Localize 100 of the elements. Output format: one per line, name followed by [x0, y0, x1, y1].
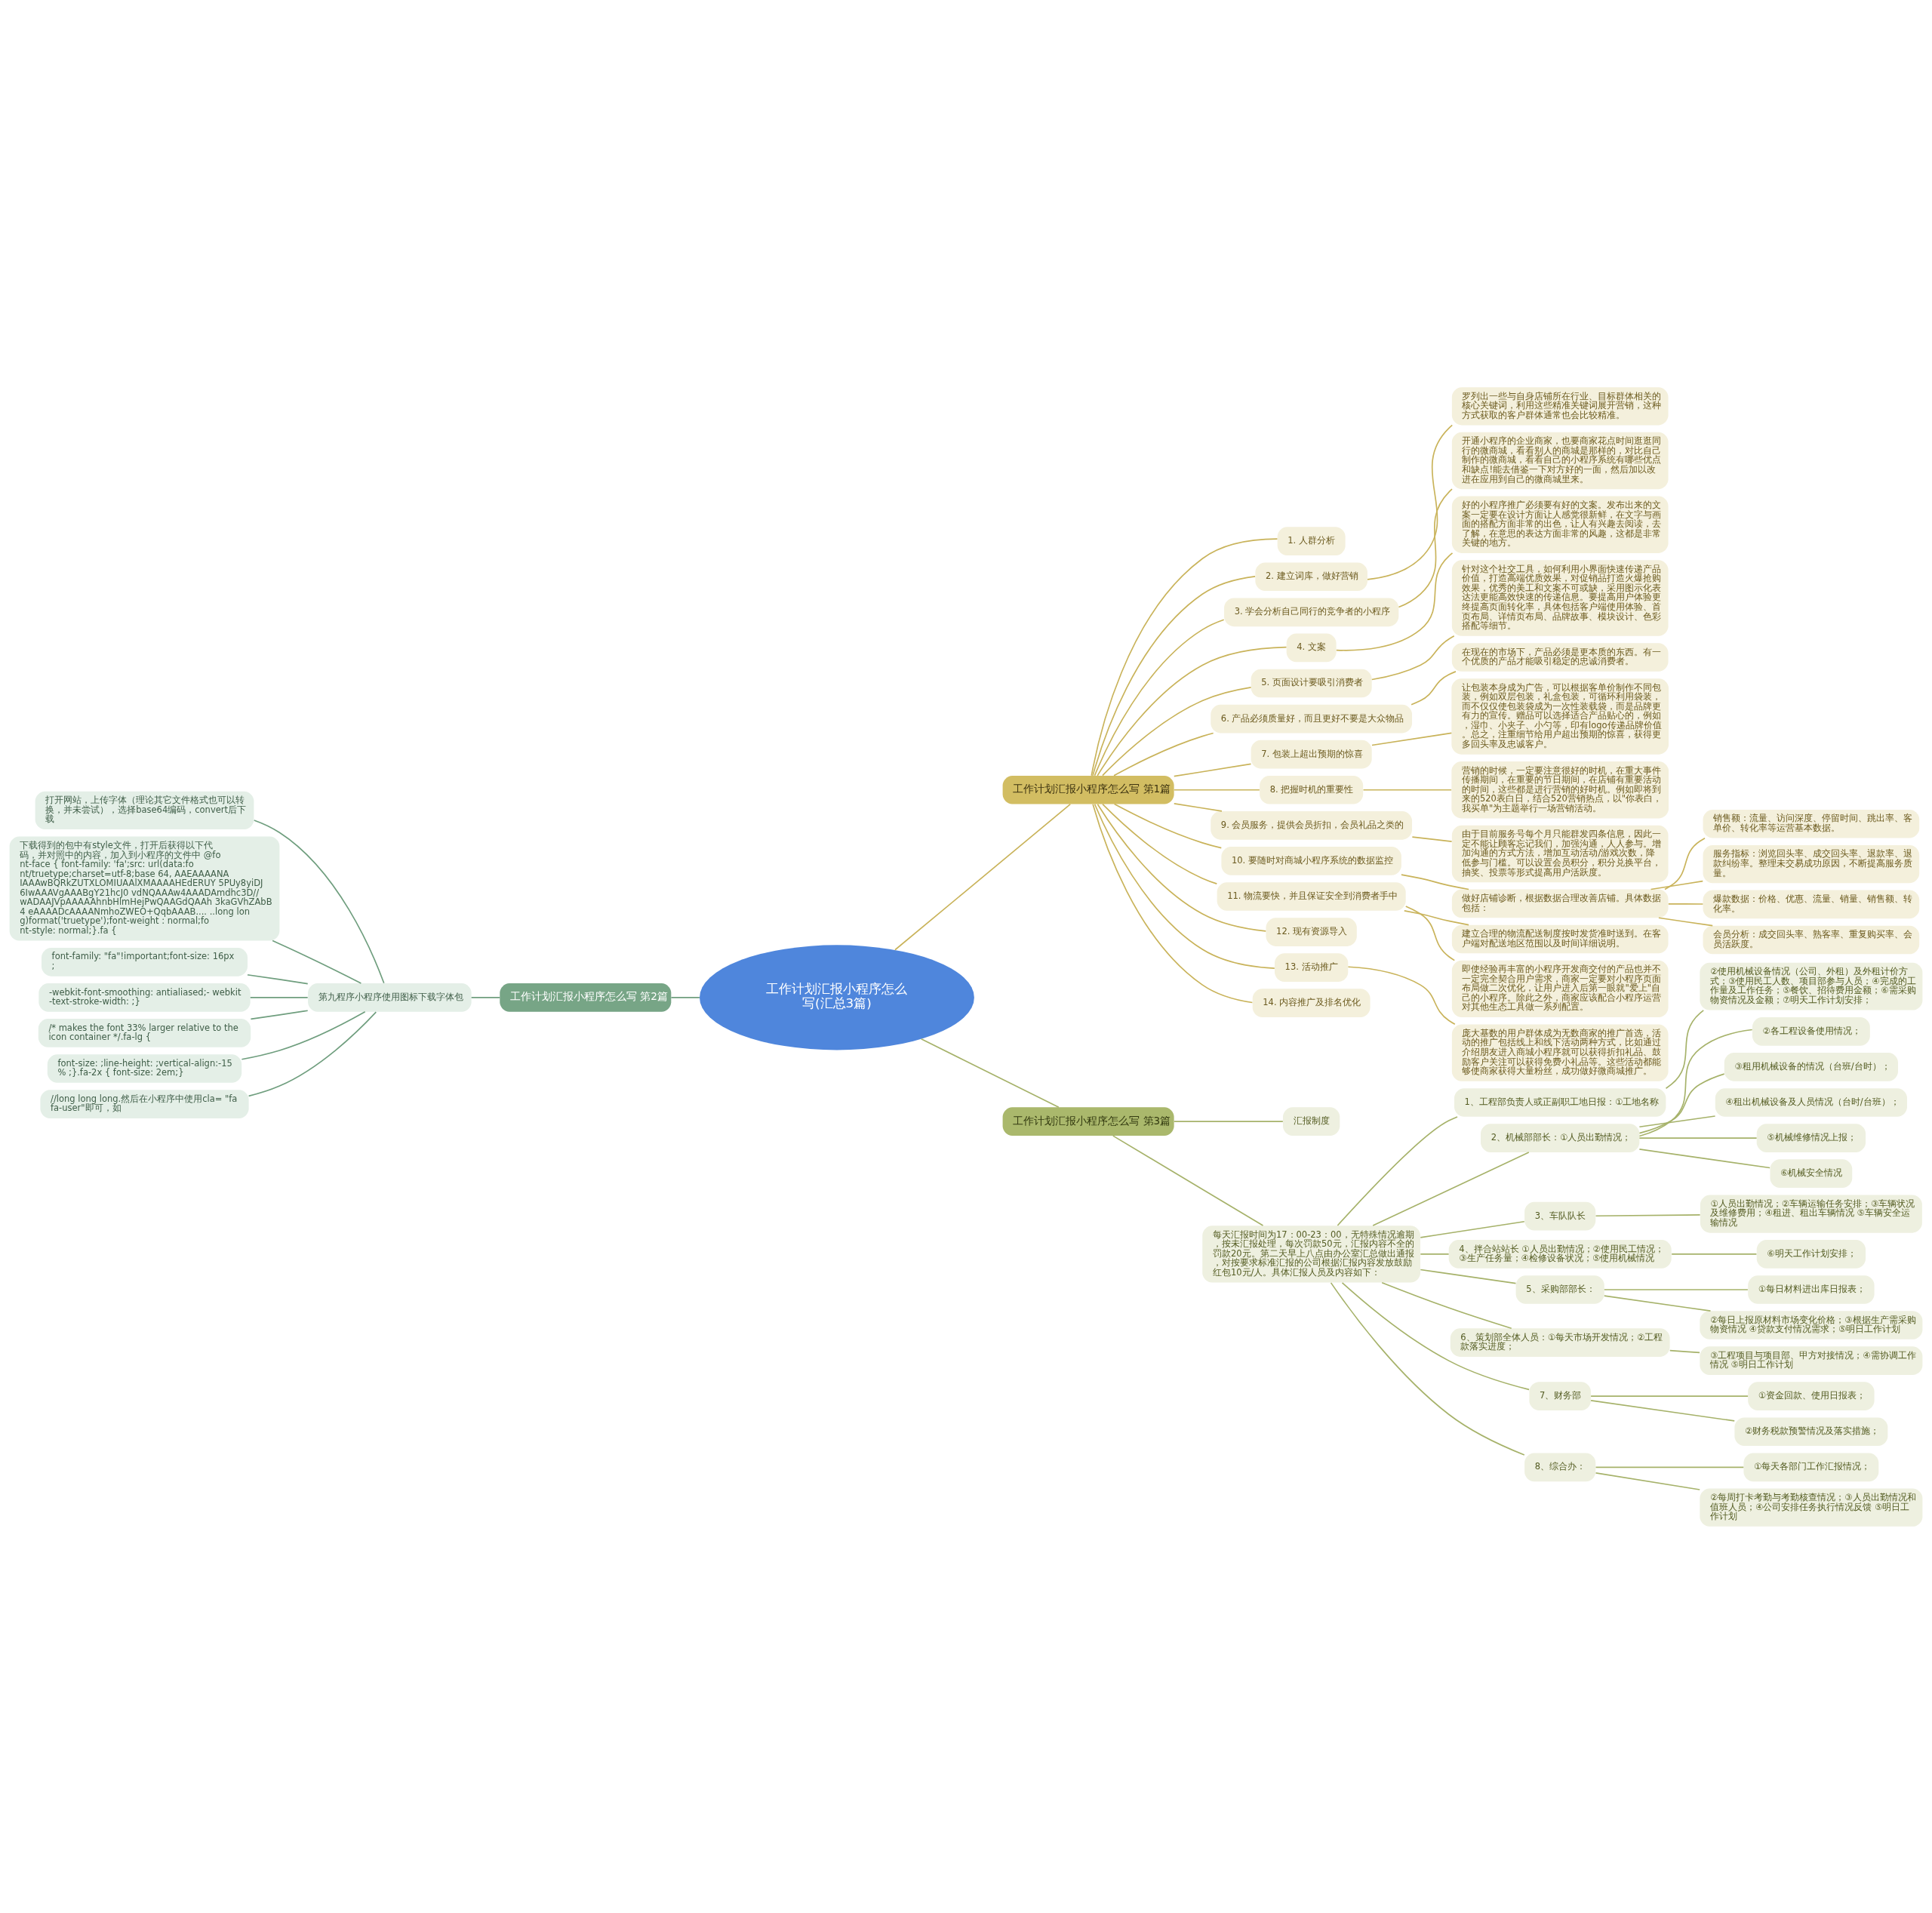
node-box: ①每天各部门工作汇报情况； [1743, 1453, 1879, 1481]
connector [249, 996, 309, 998]
connector [1411, 835, 1453, 842]
node-box: 8. 把握时机的重要性 [1260, 775, 1364, 804]
connector [1595, 1472, 1701, 1490]
connector [1092, 575, 1256, 777]
node-box: ②每周打卡考勤与考勤核查情况；③人员出勤情况和值班人员；④公司安排任务执行情况反馈 ⑤明日工作计划 [1700, 1488, 1923, 1527]
node-box: 5、采购部部长： [1515, 1275, 1604, 1304]
connector [1381, 1281, 1512, 1329]
node-box: 6、策划部全体人员：①每天市场开发情况；②工程款落实进度； [1450, 1327, 1670, 1357]
connector [1420, 1253, 1450, 1255]
connector [1595, 1213, 1701, 1216]
node-box: 下载得到的包中有style文件，打开后获得以下代码，并对照中的内容，加入到小程序的文件中 @font-face { font-family: 'fa';src: url(data:font/truetype;charset=utf-8;base 64, AAEAAAANAIAAAwBQRkZUTXLOMIUAAlXMAAAAHEdERUY 5PUy8yiDJ6IwAAAVgAAABgY21hcJ0 vdNQAAAw4AAADAmdhc3D// wADAAJVpAAAAAhnbHlmHejPwQAAGdQAAh 3kaGVhZAbB4 eAAAADcAAAANmhoZWEO+QqbAAAB.... ..long long)format('truetype');font-weight : normal;font-style: normal;}.fa { [9, 835, 280, 941]
connector [1102, 686, 1252, 776]
connector [894, 803, 1072, 951]
node-box: 7、财务部 [1529, 1381, 1591, 1410]
connector [1347, 965, 1456, 1025]
connector [1668, 903, 1704, 905]
connector [1595, 1466, 1745, 1468]
connector [250, 1009, 309, 1020]
node-box: 会员分析：成交回头率、熟客率、重复购买率、会员活跃度。 [1703, 925, 1920, 954]
node-box: 针对这个社交工具，如何利用小界面快速传递产品价值，打造高端优质效果，对促销品打造火爆抢购效果，优秀的美工和文案不可或缺，采用图示化表达法更能高效快速的传递信息。要提高用户体验更终提高页面转化率，具体包括客户端使用体验、首页布局、详情页布局、品牌故事、模块设计、色彩搭配等细节。 [1451, 559, 1669, 636]
connector [1411, 670, 1457, 706]
connector [1669, 1349, 1700, 1353]
connector [1404, 905, 1456, 961]
node-box: 工作计划汇报小程序怎么写 第2篇 [500, 983, 672, 1012]
node-ellipse: 工作计划汇报小程序怎么写(汇总3篇) [700, 944, 974, 1050]
node-box: ④租出机械设备及人员情况（台时/台班）； [1715, 1087, 1907, 1117]
node-box: 4. 文案 [1286, 633, 1337, 662]
node-box: 3. 学会分析自己同行的竞争者的小程序 [1224, 598, 1399, 626]
node-box: ②财务税款预警情况及落实措施； [1734, 1416, 1888, 1446]
node-box: 销售额：流量、访问深度、停留时间、跳出率、客单价、转化率等运营基本数据。 [1703, 809, 1920, 838]
node-box: 2、机械部部长：①人员出勤情况； [1481, 1123, 1640, 1152]
node-box: /* makes the font 33% larger relative to the icon container */.fa-lg { [38, 1018, 251, 1047]
connector [1371, 635, 1455, 680]
node-box: 12. 现有资源导入 [1266, 917, 1357, 946]
node-box: 4、拌合站站长 ①人员出勤情况；②使用民工情况；③生产任务量；④检修设备状况；⑤使用机械情况 [1448, 1239, 1672, 1269]
node-box: 5. 页面设计要吸引消费者 [1251, 669, 1372, 697]
node-box: 11. 物流要快，并且保证安全到消费者手中 [1217, 881, 1406, 911]
node-box: 由于目前服务号每个月只能群发四条信息，因此一定不能让顾客忘记我们，加强沟通，人人参与。增加沟通的方式方法，增加互动活动/游戏次数，降低参与门槛。可以设置会员积分，积分兑换平台，抽奖、投票等形式提高用户活跃度。 [1451, 825, 1669, 882]
connector [1092, 803, 1254, 1003]
connector [241, 1010, 366, 1060]
connector [1091, 537, 1278, 777]
connector [1664, 837, 1706, 890]
connector [670, 996, 700, 998]
node-box: ①每日材料进出库日报表； [1748, 1275, 1875, 1304]
connector [1337, 1115, 1458, 1226]
connector [1341, 1281, 1530, 1390]
connector [248, 1010, 377, 1096]
connector [1671, 1253, 1758, 1255]
connector [1604, 1294, 1712, 1312]
connector [1094, 803, 1275, 969]
node-box: 即使经验再丰富的小程序开发商交付的产品也并不一定完全契合用户需求，商家一定要对小程序页面布局做二次优化，让用户进入后第一眼就"爱上"自己的小程序。除此之外，商家应该配合小程序运营对其他生态工具做一系列配置。 [1451, 960, 1669, 1017]
node-box: font-family: "fa"!important;font-size: 16px ; [42, 947, 248, 976]
node-box: ⑤机械维修情况上报； [1756, 1123, 1866, 1152]
node-box: 1. 人群分析 [1277, 526, 1346, 555]
connector [1403, 909, 1469, 925]
connector [1401, 873, 1469, 890]
node-box: 工作计划汇报小程序怎么写 第3篇 [1002, 1106, 1174, 1136]
connector [1371, 732, 1453, 746]
node-box: ⑥明天工作计划安排； [1756, 1239, 1866, 1269]
connector [1097, 803, 1267, 932]
node-box: 在现在的市场下，产品必须是更本质的东西。有一个优质的产品才能吸引稳定的忠诚消费者。 [1451, 642, 1669, 672]
connector [1173, 789, 1260, 791]
connector [1173, 763, 1252, 777]
node-box: 1、工程部负责人或正副职工地日报：①工地名称 [1454, 1087, 1666, 1117]
connector [1420, 1220, 1525, 1238]
node-box: 爆款数据：价格、优惠、流量、销量、销售额、转化率。 [1703, 890, 1920, 918]
node-box: 汇报制度 [1283, 1106, 1340, 1136]
connector [1367, 424, 1454, 580]
connector [247, 973, 309, 984]
node-box: 10. 要随时对商城小程序系统的数据监控 [1221, 846, 1401, 875]
connector [1372, 1151, 1530, 1226]
node-box: 打开网站，上传字体（理论其它文件格式也可以转换，并未尝试），选择base64编码，convert后下载 [35, 791, 254, 829]
node-box: 罗列出一些与自身店铺所在行业、目标群体相关的核心关键词，利用这些精准关键词展开营销，这种方式获取的客户群体通常也会比较精准。 [1451, 386, 1669, 425]
node-box: 让包装本身成为广告，可以根据客单价制作不同包装，例如双层包装，礼盒包装，可循环利用袋装，而不仅仅使包装袋成为一次性装载袋，而是品牌更有力的宣传。赠品可以选择适合产品贴心的，例如，湿巾、小夹子、小勺等，印有logo传递品牌价值。总之，注重细节给用户超出预期的惊喜，获得更多回头率及忠诚客户。 [1451, 678, 1669, 755]
connector [1590, 1395, 1749, 1397]
connector [1638, 1115, 1716, 1127]
connector [1112, 1134, 1264, 1226]
connector [253, 819, 385, 984]
node-box: 8、综合办： [1524, 1453, 1596, 1481]
connector [470, 996, 501, 998]
node-box: 2. 建立词库，做好营销 [1255, 561, 1367, 591]
connector [1398, 487, 1453, 607]
node-box: font-size: ;line-height: ;vertical-align:-15% ;}.fa-2x { font-size: 2em;} [47, 1053, 242, 1083]
node-box: ②每日上报原材料市场变化价格；③根据生产需采购物资情况 ④贷款支付情况需求；⑤明日工作计划 [1700, 1310, 1923, 1339]
node-box: 庞大基数的用户群体成为无数商家的推广首选，活动的推广包括线上和线下活动两种方式，比如通过介绍朋友进入商城小程序就可以获得折扣礼品、鼓励客户关注可以获得免费小礼品等。这些活动都能够使商家获得大量粉丝，成功做好微商城推广。 [1451, 1023, 1669, 1081]
node-box: 好的小程序推广必须要有好的文案。发布出来的文案一定要在设计方面让人感觉很新鲜，在文字与画面的搭配方面非常的出色，让人有兴趣去阅读，去了解，在意思的表达方面非常的风趣，这都是非常关键的地方。 [1451, 496, 1669, 553]
connector [1650, 880, 1704, 890]
connector [1094, 618, 1225, 777]
connector [1113, 803, 1223, 848]
node-box: ②各工程设备使用情况； [1752, 1016, 1870, 1046]
node-box: ③工程项目与项目部、甲方对接情况；④需协调工作情况 ⑤明日工作计划 [1700, 1346, 1923, 1375]
node-box: ②使用机械设备情况（公司、外租）及外租计价方式；③使用民工人数、项目部参与人员；④完成的工作量及工作任务；⑤餐饮、招待费用金额；⑥需采购物资情况及金额；⑦明天工作计划安排； [1700, 962, 1923, 1010]
connector [1336, 552, 1454, 651]
connector [1638, 1136, 1758, 1139]
connector [1590, 1399, 1736, 1422]
node-box: 建立合理的物流配送制度按时发货准时送到。在客户端对配送地区范围以及时间详细说明。 [1451, 924, 1669, 953]
connector [1604, 1288, 1749, 1290]
connector [920, 1038, 1060, 1108]
